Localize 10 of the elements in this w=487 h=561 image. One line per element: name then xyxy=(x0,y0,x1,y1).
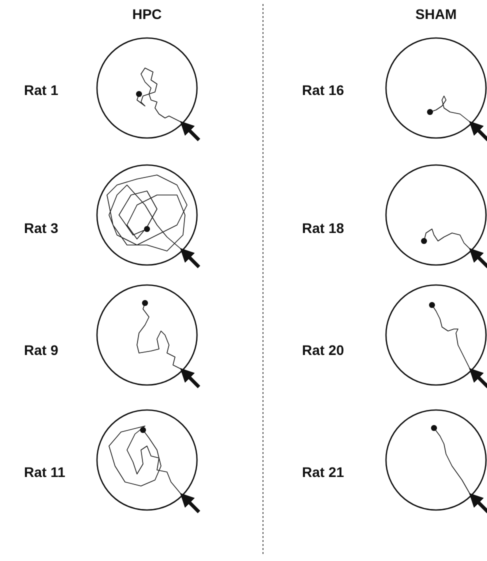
rat-label: Rat 21 xyxy=(302,464,344,480)
rat-label: Rat 9 xyxy=(24,342,58,358)
rat-label: Rat 3 xyxy=(24,220,58,236)
rat-label: Rat 20 xyxy=(302,342,344,358)
rat-label: Rat 16 xyxy=(302,82,344,98)
column-heading: HPC xyxy=(132,6,162,22)
rat-label: Rat 18 xyxy=(302,220,344,236)
column-heading: SHAM xyxy=(415,6,457,22)
rat-label: Rat 11 xyxy=(24,464,66,480)
rat-label: Rat 1 xyxy=(24,82,58,98)
